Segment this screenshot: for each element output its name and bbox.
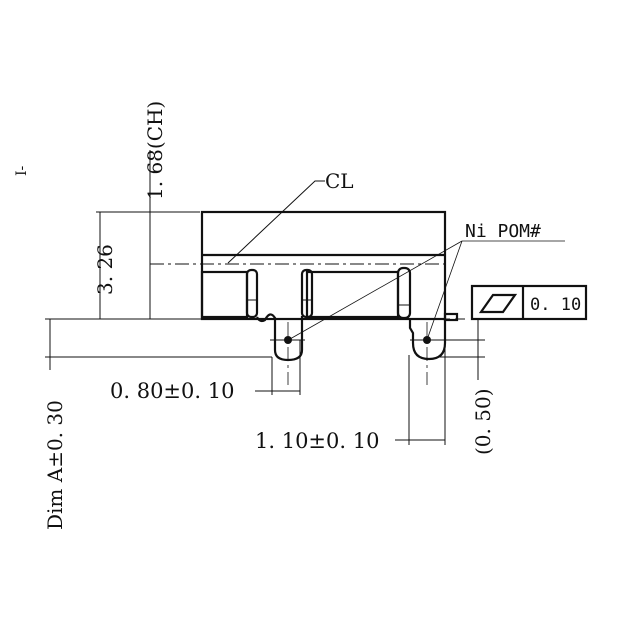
pin-width-left-dimension: 0. 80±0. 10 — [110, 379, 234, 403]
reference-offset-dimension: (0. 50) — [471, 389, 495, 456]
material-note: Ni POM# — [465, 221, 541, 242]
corner-mark: I- — [14, 165, 30, 176]
pin-width-right-dimension: 1. 10±0. 10 — [255, 429, 379, 453]
tolerance-value: 0. 10 — [530, 295, 581, 315]
contact-height-dimension: 1. 68(CH) — [143, 101, 167, 200]
dim-a-dimension: Dim A±0. 30 — [43, 400, 67, 530]
centerline-label: CL — [325, 169, 354, 193]
connector-body — [200, 210, 459, 362]
tolerance-frame: 0. 10 — [470, 284, 588, 321]
flatness-icon — [478, 293, 518, 314]
overall-height-dimension: 3. 26 — [93, 244, 117, 295]
